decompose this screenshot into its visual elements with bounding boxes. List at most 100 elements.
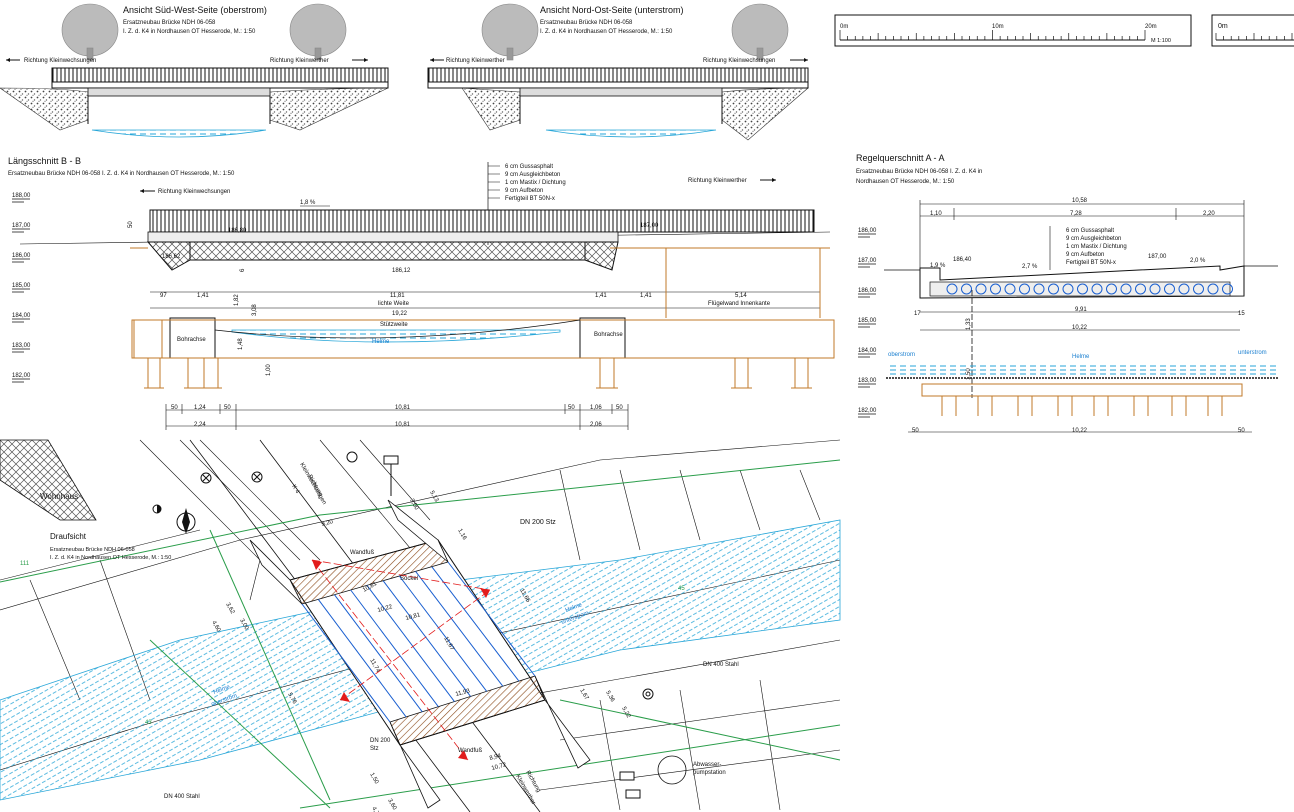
- dim-6: 6: [240, 268, 246, 272]
- dim-141c: 1,41: [640, 293, 652, 299]
- level-label: 187,00: [858, 258, 877, 264]
- tree-icon: [61, 3, 119, 61]
- level-label: 183,00: [858, 378, 877, 384]
- plan-girders: [301, 561, 536, 723]
- bdim: 10,81: [395, 405, 411, 411]
- plan-wohnhaus: Wohnhaus: [40, 492, 78, 501]
- level-mark: [858, 233, 876, 238]
- cross-sub2: Nordhausen OT Hesserode, M.: 1:50: [856, 179, 955, 185]
- cross-bottom-1022: 10,22: [1072, 428, 1088, 434]
- level-label: 184,00: [12, 313, 31, 319]
- level-label: 186,00: [858, 228, 877, 234]
- scale-label-10: 10m: [992, 24, 1004, 30]
- hollow-core: [961, 283, 972, 295]
- girder-line: [398, 575, 488, 692]
- level-mark: [858, 383, 876, 388]
- hollow-core: [1193, 283, 1204, 295]
- plot-number: 45: [678, 586, 685, 592]
- level-scale: 188,00187,00186,00185,00184,00183,00182,…: [12, 193, 31, 383]
- plot-number: 111: [20, 561, 30, 567]
- axis-arrow-icon: [312, 560, 322, 570]
- plot-number: 43: [145, 720, 152, 726]
- plan-title: Draufsicht: [50, 532, 87, 541]
- level-label: 185,00: [12, 283, 31, 289]
- elev-mid: 186,12: [392, 268, 411, 274]
- hollow-core: [1033, 283, 1045, 295]
- plan-dn200: DN 200 Stz: [520, 519, 556, 526]
- hollow-core: [975, 283, 987, 295]
- plan-dim-label: 8,94: [489, 753, 502, 762]
- girder-line: [301, 603, 391, 723]
- dim-514: 5,14: [735, 293, 747, 299]
- plan-dim-label: 9,20: [321, 519, 334, 528]
- longitudinal-section: Längsschnitt B - B Ersatzneubau Brücke N…: [8, 156, 835, 430]
- hollow-core-voids: [946, 283, 1233, 295]
- hollow-core: [1135, 283, 1146, 295]
- elevation-no-title: Ansicht Nord-Ost-Seite (unterstrom): [540, 5, 684, 15]
- elevation-south-west: Ansicht Süd-West-Seite (oberstrom) Ersat…: [0, 3, 389, 138]
- elevation-sw-dir-left: Richtung Kleinwechsungen: [24, 58, 96, 64]
- tree-icon: [481, 3, 539, 61]
- plan-dim-label: 3,00: [408, 498, 419, 512]
- plan-sockel: Sockel: [400, 576, 418, 582]
- elev-low: 186,62: [162, 254, 181, 260]
- plan-dim-label: 5,36: [604, 690, 615, 704]
- elevation-sw-title: Ansicht Süd-West-Seite (oberstrom): [123, 5, 267, 15]
- plan-dim-label: 3,62: [224, 602, 235, 616]
- scale-bar: 0m 10m 20m M 1:100 0m: [834, 14, 1294, 47]
- cross-foundation: [921, 383, 1243, 416]
- dim-1922: 19,22: [392, 311, 408, 317]
- dim-50: 50: [128, 221, 134, 228]
- stuetzweite: Stützweite: [380, 322, 408, 328]
- plan-dn400a: DN 400 Stahl: [703, 662, 739, 668]
- cross-sub1: Ersatzneubau Brücke NDH 06-058 I. Z. d. …: [856, 169, 982, 175]
- plan-dn400b: DN 400 Stahl: [164, 794, 200, 800]
- level-label: 182,00: [858, 408, 877, 414]
- elevation-no-sub1: Ersatzneubau Brücke NDH 06-058: [540, 20, 633, 26]
- cross-oberstrom: oberstrom: [888, 352, 915, 358]
- hollow-core: [990, 283, 1001, 295]
- elev-left: 186,80: [228, 228, 247, 234]
- elev-right: 187,00: [640, 223, 659, 229]
- plan-dim-label: 5,13: [428, 490, 439, 504]
- cross-title: Regelquerschnitt A - A: [856, 153, 945, 163]
- hollow-core: [1062, 283, 1074, 295]
- elevation-no-dir-right: Richtung Kleinwechsungen: [703, 58, 775, 64]
- fluegelwand: Flügelwand Innenkante: [708, 301, 771, 307]
- girder-line: [350, 589, 439, 707]
- layer-item: 1 cm Mastix / Dichtung: [505, 180, 566, 186]
- girder-line: [317, 599, 407, 718]
- elevation-no-sub2: I. Z. d. K4 in Nordhausen OT Hesserode, …: [540, 29, 673, 35]
- plan-dim-label: 1,16: [456, 528, 467, 542]
- dim-148: 1,48: [238, 338, 244, 350]
- plan-dn200b: DN 200: [370, 738, 391, 744]
- plan-helme-up: Helme: [565, 602, 584, 614]
- bdim: 2,06: [590, 422, 602, 428]
- level-label: 183,00: [12, 343, 31, 349]
- level-mark: [858, 263, 876, 268]
- cross-slope-r: 2,0 %: [1190, 258, 1206, 264]
- plan-dim-label: 4,60: [210, 620, 221, 634]
- foundation-outline: [130, 247, 835, 389]
- girder-line: [447, 561, 536, 677]
- plan-sub2: I. Z. d. K4 in Nordhausen OT Hesserode, …: [50, 555, 171, 561]
- scale-label-0b: 0m: [1218, 23, 1228, 30]
- plan-helme-down: Helme: [213, 684, 232, 696]
- lichte-weite: lichte Weite: [378, 301, 410, 307]
- longitudinal-slope: 1,8 %: [300, 200, 316, 206]
- layer-item: 1 cm Mastix / Dichtung: [1066, 244, 1127, 250]
- cross-dim-total: 10,58: [1072, 198, 1088, 204]
- cross-dim-1022: 10,22: [1072, 325, 1088, 331]
- layer-item: 6 cm Gussasphalt: [505, 164, 553, 170]
- bohrachse-left: Bohrachse: [177, 337, 206, 343]
- dim-182: 1,82: [234, 294, 240, 306]
- level-scale: 186,00187,00186,00185,00184,00183,00182,…: [858, 228, 877, 418]
- plan-dim-label: 10,72: [491, 762, 508, 772]
- cross-dim-133: 1,33: [966, 318, 972, 330]
- level-label: 186,00: [12, 253, 31, 259]
- level-mark: [12, 258, 30, 263]
- hollow-core: [1077, 283, 1088, 295]
- longitudinal-sub: Ersatzneubau Brücke NDH 06-058 I. Z. d. …: [8, 171, 235, 177]
- axis-arrow-icon: [480, 588, 490, 598]
- girder-line: [415, 571, 504, 687]
